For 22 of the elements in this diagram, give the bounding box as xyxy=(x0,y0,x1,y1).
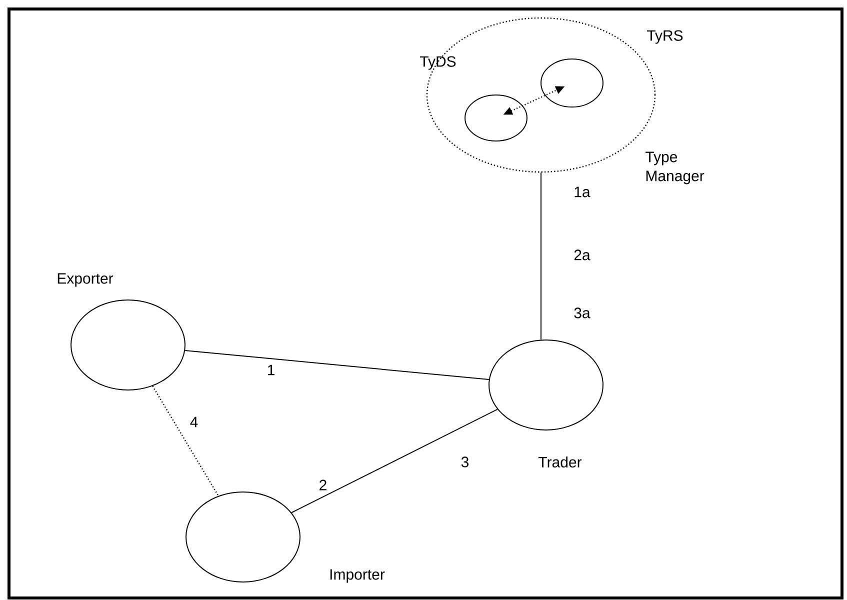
node-label: Trader xyxy=(538,456,582,468)
node-label: TyRS xyxy=(646,30,683,44)
ellipse-node: Importer xyxy=(186,491,385,583)
line-number: 2 xyxy=(320,480,326,490)
line-number: 3 xyxy=(461,456,469,468)
ellipse-node: TyRS xyxy=(540,30,683,108)
connector xyxy=(291,408,498,514)
connector xyxy=(540,172,542,340)
connector xyxy=(184,350,490,380)
line-number: 1a xyxy=(574,186,590,198)
line-number: 3a xyxy=(574,308,590,318)
ellipse-node: TyDS xyxy=(420,56,528,142)
ellipse-node: Trader xyxy=(488,339,604,468)
line-number: 2a xyxy=(574,250,590,260)
connector xyxy=(152,386,219,496)
node-label: Exporter xyxy=(58,273,114,287)
node-label: Importer xyxy=(330,569,385,583)
edge-label: 4 xyxy=(190,416,198,428)
node-label: Manager xyxy=(646,170,704,184)
edge-label: 1 xyxy=(268,364,274,376)
node-label: TyDS xyxy=(420,56,456,70)
ellipse-node: Exporter xyxy=(58,273,186,390)
